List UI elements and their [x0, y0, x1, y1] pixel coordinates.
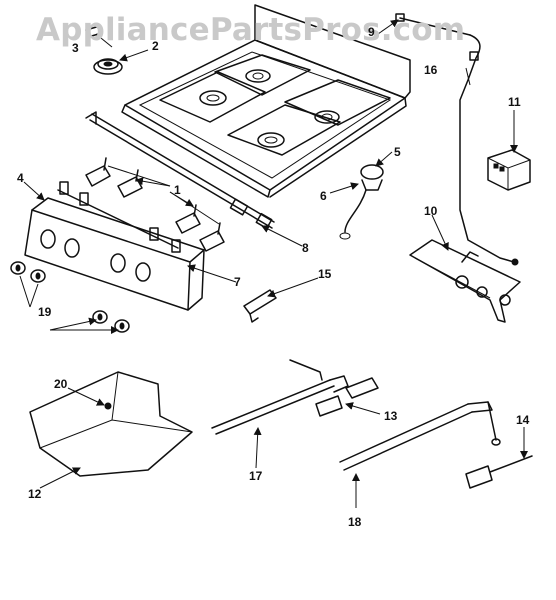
leader-lines — [19, 19, 528, 508]
orifice-assembly-14 — [465, 455, 533, 489]
callout-5: 5 — [394, 145, 401, 159]
callout-1: 1 — [174, 183, 181, 197]
callout-17: 17 — [249, 469, 263, 483]
knobs — [10, 261, 130, 333]
callout-11: 11 — [508, 95, 521, 109]
callout-12: 12 — [28, 487, 42, 501]
igniter-module — [487, 149, 531, 191]
regulator — [339, 164, 384, 240]
control-panel — [24, 181, 205, 311]
callout-20: 20 — [54, 377, 68, 391]
burner-head-1 — [199, 90, 227, 106]
gas-tube — [395, 13, 519, 266]
heat-shield — [29, 371, 193, 477]
callout-3: 3 — [72, 41, 79, 55]
callout-7: 7 — [234, 275, 241, 289]
callout-6: 6 — [320, 189, 327, 203]
valve-bracket — [409, 239, 521, 323]
callout-2: 2 — [152, 39, 159, 53]
burner-tube-17 — [211, 359, 349, 435]
burner-tube-18 — [339, 401, 501, 471]
watermark: AppliancePartsPros.com — [36, 12, 466, 48]
burner-head-3 — [257, 132, 285, 148]
callout-8: 8 — [302, 241, 309, 255]
burner-head-2 — [245, 69, 271, 83]
callout-19: 19 — [38, 305, 52, 319]
callout-13: 13 — [384, 409, 398, 423]
callout-16: 16 — [424, 63, 438, 77]
small-bracket — [243, 289, 277, 323]
callout-9: 9 — [368, 25, 375, 39]
callout-14: 14 — [516, 413, 530, 427]
clip — [85, 25, 103, 38]
burner-cap — [93, 58, 123, 75]
burner-head-4 — [314, 110, 340, 124]
callout-10: 10 — [424, 204, 438, 218]
cooktop — [121, 4, 411, 198]
burner-orifice — [315, 377, 379, 417]
manifold — [85, 111, 275, 230]
callout-4: 4 — [17, 171, 24, 185]
callout-15: 15 — [318, 267, 332, 281]
callout-18: 18 — [348, 515, 362, 529]
burner-valves — [85, 157, 225, 252]
